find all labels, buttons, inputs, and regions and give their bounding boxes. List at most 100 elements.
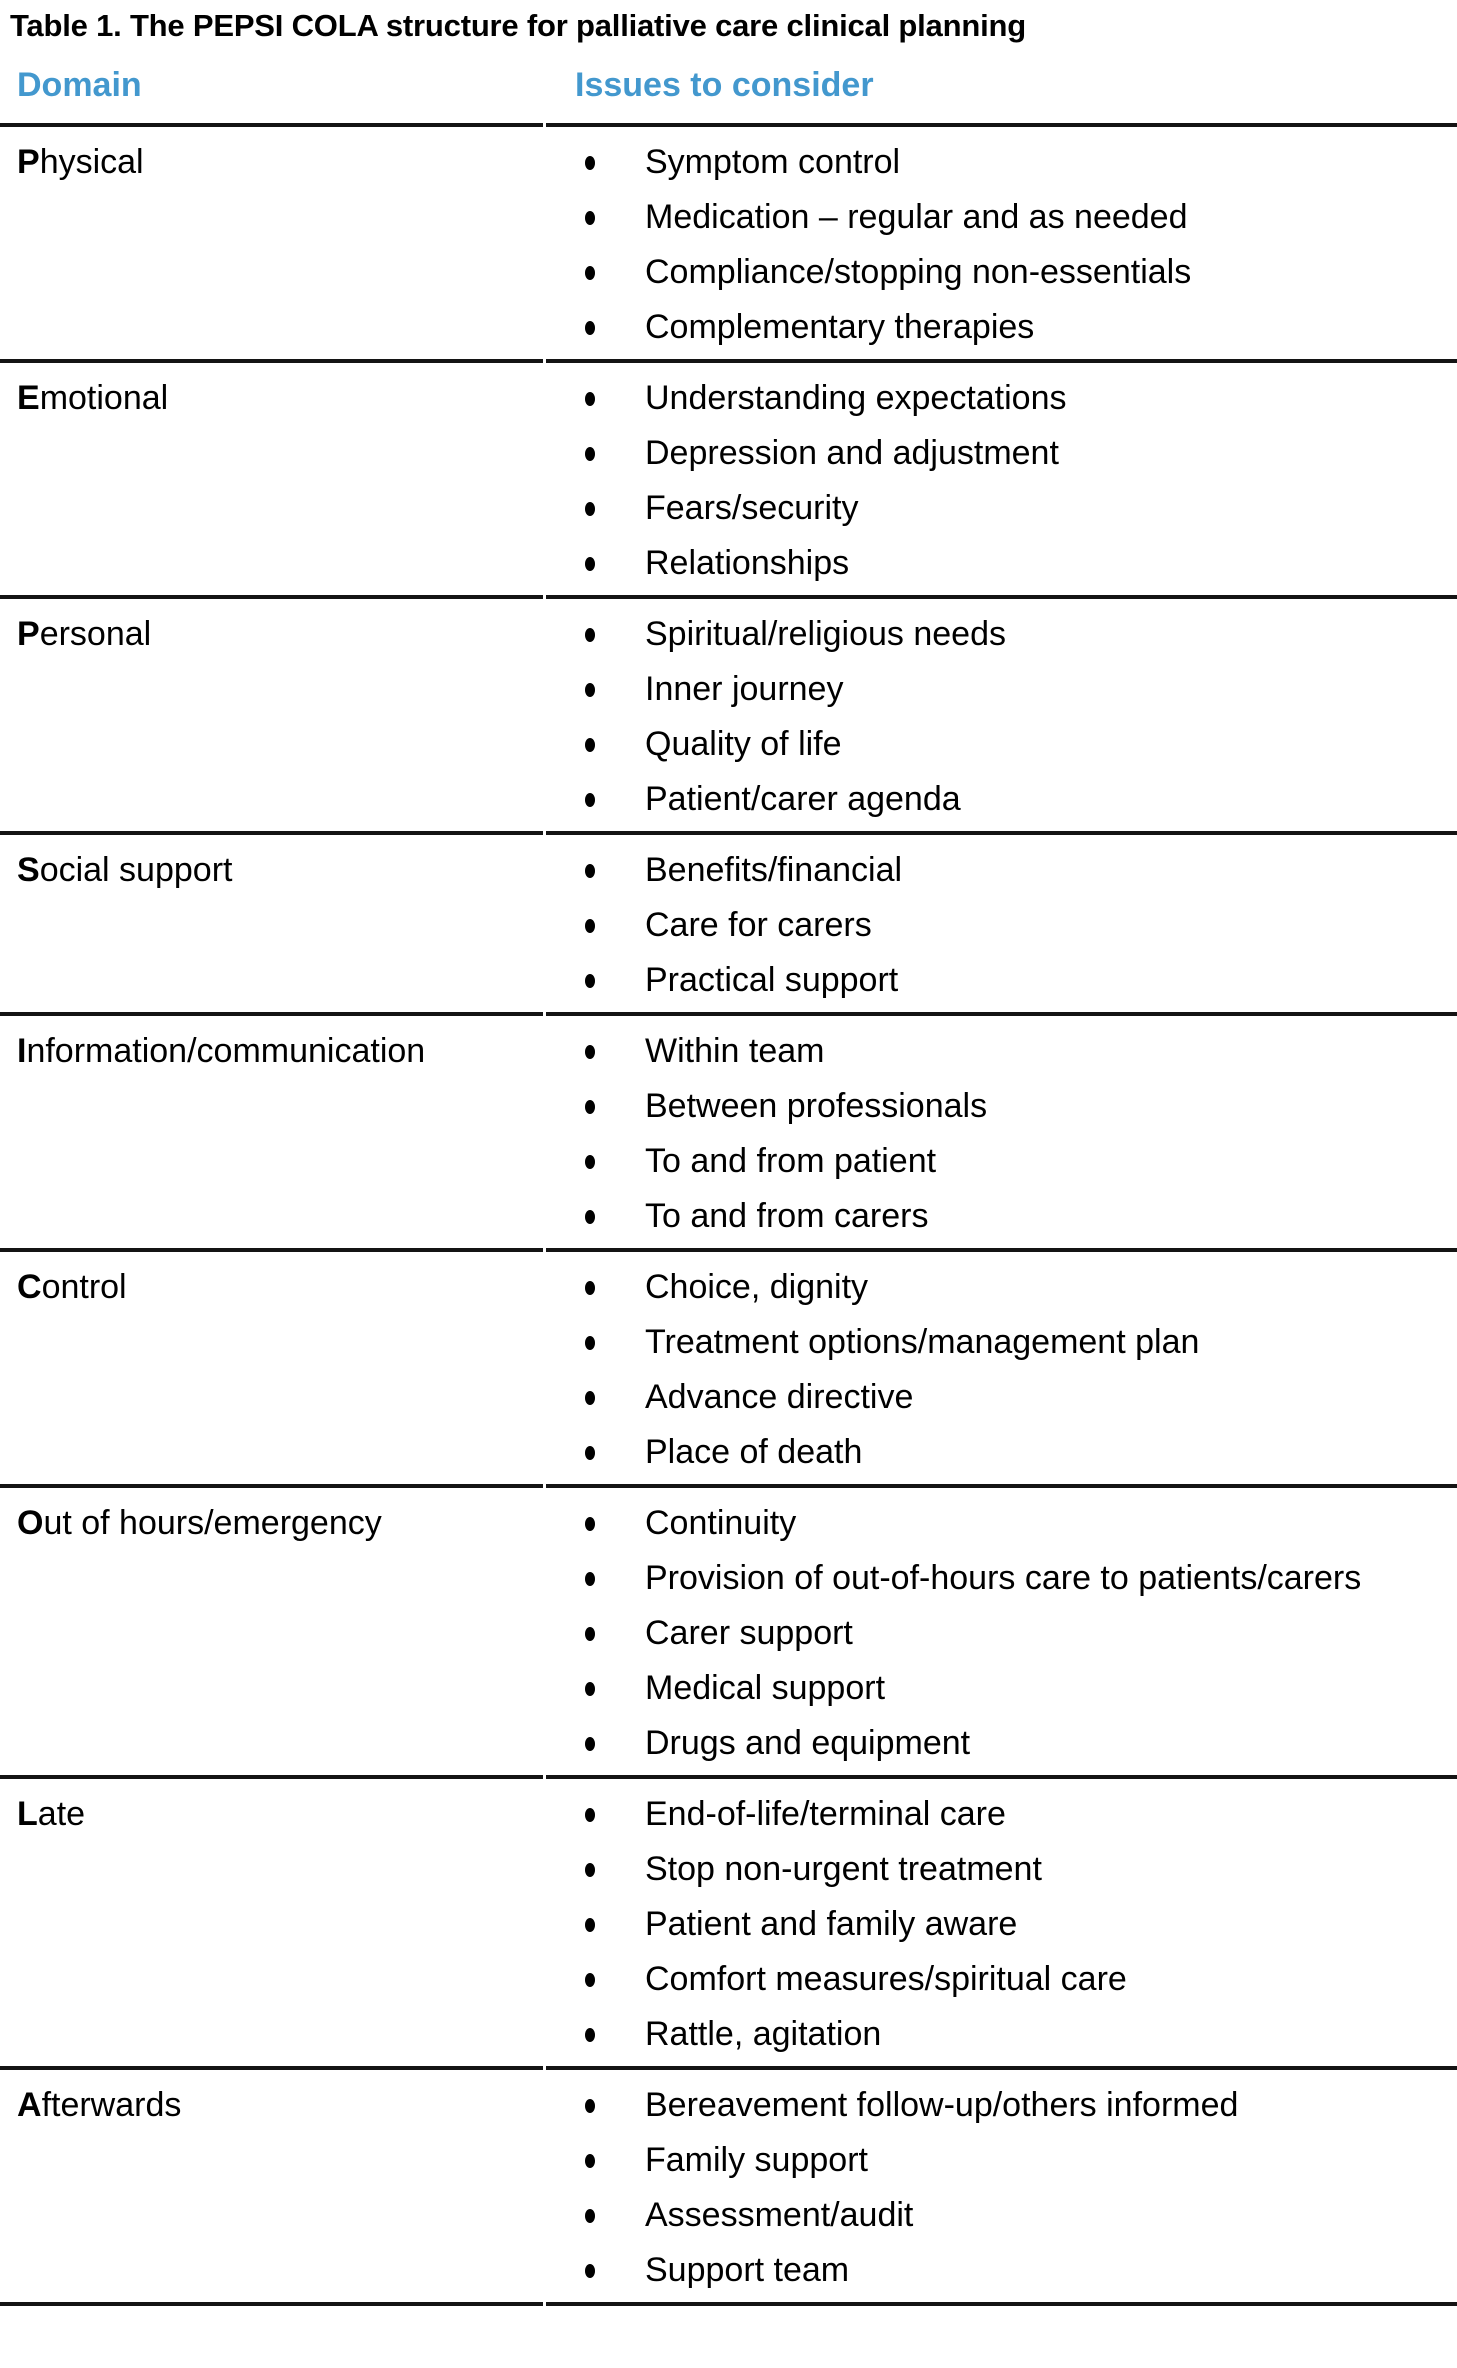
bullet-icon bbox=[585, 1516, 595, 1531]
bullet-icon bbox=[585, 1335, 595, 1350]
domain-cell: Social support bbox=[0, 831, 543, 1012]
bullet-icon bbox=[585, 556, 595, 571]
issue-item: Patient/carer agenda bbox=[546, 772, 1457, 827]
bullet-icon bbox=[585, 501, 595, 516]
bullet-icon bbox=[585, 863, 595, 878]
issue-item: Rattle, agitation bbox=[546, 2007, 1457, 2062]
issue-label: Practical support bbox=[645, 961, 899, 999]
issue-item: Spiritual/religious needs bbox=[546, 607, 1457, 662]
issue-label: Carer support bbox=[645, 1614, 853, 1652]
issue-item: Benefits/financial bbox=[546, 843, 1457, 898]
issue-item: Place of death bbox=[546, 1425, 1457, 1480]
issue-item: Between professionals bbox=[546, 1079, 1457, 1134]
issue-label: Quality of life bbox=[645, 725, 842, 763]
issue-label: Comfort measures/spiritual care bbox=[645, 1960, 1127, 1998]
bullet-icon bbox=[585, 2153, 595, 2168]
issue-item: Drugs and equipment bbox=[546, 1716, 1457, 1771]
issue-item: Treatment options/management plan bbox=[546, 1315, 1457, 1370]
bullet-icon bbox=[585, 1736, 595, 1751]
bullet-icon bbox=[585, 446, 595, 461]
issue-label: Patient and family aware bbox=[645, 1905, 1018, 1943]
bullet-icon bbox=[585, 1626, 595, 1641]
issue-label: Symptom control bbox=[645, 143, 901, 181]
issue-item: To and from patient bbox=[546, 1134, 1457, 1189]
bullet-icon bbox=[585, 1445, 595, 1460]
issue-label: Support team bbox=[645, 2251, 850, 2289]
bullet-icon bbox=[585, 2027, 595, 2042]
issue-label: Medical support bbox=[645, 1669, 886, 1707]
bullet-icon bbox=[585, 2098, 595, 2113]
issue-label: Medication – regular and as needed bbox=[645, 198, 1188, 236]
issue-item: Comfort measures/spiritual care bbox=[546, 1952, 1457, 2007]
issue-label: Choice, dignity bbox=[645, 1268, 869, 1306]
domain-label: fterwards bbox=[41, 2086, 182, 2124]
domain-cell: Emotional bbox=[0, 359, 543, 595]
issue-label: Family support bbox=[645, 2141, 868, 2179]
issue-item: Practical support bbox=[546, 953, 1457, 1008]
bullet-icon bbox=[585, 1099, 595, 1114]
bullet-icon bbox=[585, 682, 595, 697]
domain-cell: Afterwards bbox=[0, 2066, 543, 2302]
issue-label: Continuity bbox=[645, 1504, 797, 1542]
issue-label: Understanding expectations bbox=[645, 379, 1067, 417]
issue-label: Patient/carer agenda bbox=[645, 780, 961, 818]
domain-initial: O bbox=[17, 1504, 44, 1542]
issue-item: Medical support bbox=[546, 1661, 1457, 1716]
issue-item: Stop non-urgent treatment bbox=[546, 1842, 1457, 1897]
issue-label: Between professionals bbox=[645, 1087, 988, 1125]
issue-label: Inner journey bbox=[645, 670, 844, 708]
issue-item: Within team bbox=[546, 1024, 1457, 1079]
issue-item: Continuity bbox=[546, 1496, 1457, 1551]
issue-item: End-of-life/terminal care bbox=[546, 1787, 1457, 1842]
table-row: Afterwards Bereavement follow-up/others … bbox=[0, 2066, 1457, 2302]
bottom-rule-issues-segment bbox=[546, 2302, 1457, 2314]
bullet-icon bbox=[585, 737, 595, 752]
domain-cell: Control bbox=[0, 1248, 543, 1484]
bullet-icon bbox=[585, 1154, 595, 1169]
domain-cell: Information/communication bbox=[0, 1012, 543, 1248]
issue-label: Bereavement follow-up/others informed bbox=[645, 2086, 1239, 2124]
issue-label: Care for carers bbox=[645, 906, 872, 944]
bullet-icon bbox=[585, 1972, 595, 1987]
bullet-icon bbox=[585, 1862, 595, 1877]
issue-item: Support team bbox=[546, 2243, 1457, 2298]
issue-item: Inner journey bbox=[546, 662, 1457, 717]
issue-item: Patient and family aware bbox=[546, 1897, 1457, 1952]
domain-initial: S bbox=[17, 851, 40, 889]
issue-label: Rattle, agitation bbox=[645, 2015, 882, 2053]
bullet-icon bbox=[585, 265, 595, 280]
issue-item: Care for carers bbox=[546, 898, 1457, 953]
bullet-icon bbox=[585, 155, 595, 170]
issue-label: Depression and adjustment bbox=[645, 434, 1059, 472]
bullet-icon bbox=[585, 1044, 595, 1059]
domain-cell: Personal bbox=[0, 595, 543, 831]
table-title: Table 1. The PEPSI COLA structure for pa… bbox=[10, 8, 1026, 43]
issue-label: Within team bbox=[645, 1032, 825, 1070]
bullet-icon bbox=[585, 210, 595, 225]
domain-label: motional bbox=[39, 379, 169, 417]
issue-item: Family support bbox=[546, 2133, 1457, 2188]
bullet-icon bbox=[585, 1390, 595, 1405]
domain-label: ate bbox=[37, 1795, 86, 1833]
issue-label: Benefits/financial bbox=[645, 851, 903, 889]
issue-item: Understanding expectations bbox=[546, 371, 1457, 426]
table-bottom-rule bbox=[0, 2302, 1457, 2314]
issue-label: Compliance/stopping non-essentials bbox=[645, 253, 1192, 291]
bullet-icon bbox=[585, 1571, 595, 1586]
